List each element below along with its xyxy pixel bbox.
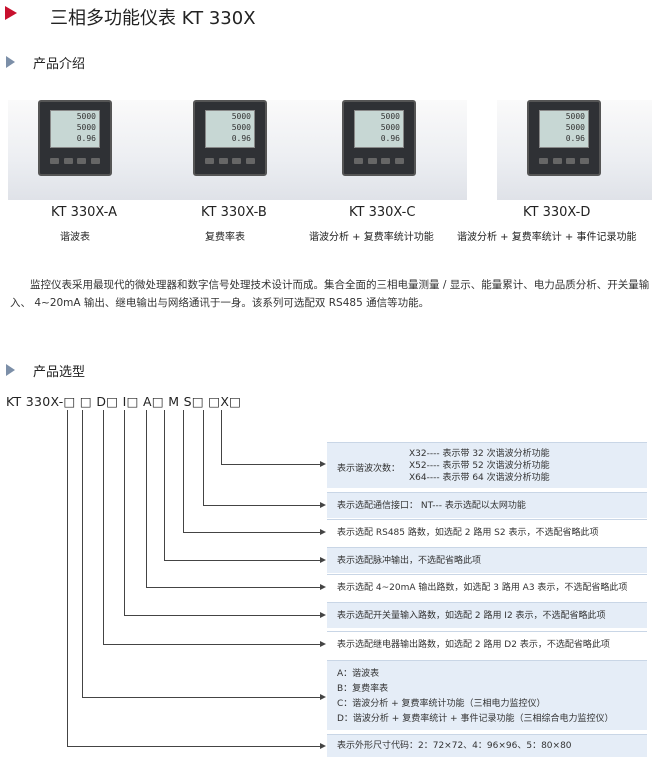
- arrow-icon: [320, 612, 326, 618]
- arrow-icon: [320, 743, 326, 749]
- connector-line: [146, 587, 321, 588]
- connector-line: [183, 532, 321, 533]
- product-desc-d: 谐波分析 + 复费率统计 + 事件记录功能: [457, 232, 637, 243]
- arrow-icon: [320, 557, 326, 563]
- intro-paragraph: 监控仪表采用最现代的微处理器和数字信号处理技术设计而成。集合全面的三相电量测量 …: [10, 279, 650, 309]
- product-model-d: KT 330X-D: [523, 205, 591, 220]
- model-code: KT 330X-□ □ D□ I□ A□ M S□ □X□: [6, 394, 242, 409]
- option-size: 表示外形尺寸代码：2：72×72、4：96×96、5：80×80: [327, 734, 647, 757]
- connector-line: [164, 560, 321, 561]
- option-rs485: 表示选配 RS485 路数，如选配 2 路用 S2 表示，不选配省略此项: [327, 519, 647, 545]
- connector-line: [82, 410, 83, 697]
- product-desc-c: 谐波分析 + 复费率统计功能: [309, 232, 434, 243]
- section-heading-selection: 产品选型: [33, 365, 86, 380]
- option-harmonic-label: 表示谐波次数：: [337, 464, 401, 474]
- option-comm: 表示选配通信接口： NT--- 表示选配以太网功能: [327, 492, 647, 518]
- connector-line: [103, 644, 321, 645]
- arrow-icon: [320, 641, 326, 647]
- option-analog: 表示选配 4~20mA 输出路数，如选配 3 路用 A3 表示，不选配省略此项: [327, 574, 647, 600]
- connector-line: [146, 410, 147, 587]
- connector-line: [203, 410, 204, 505]
- arrow-icon: [320, 529, 326, 535]
- product-model-c: KT 330X-C: [349, 205, 416, 220]
- connector-line: [124, 410, 125, 615]
- product-model-a: KT 330X-A: [51, 205, 117, 220]
- arrow-icon: [320, 694, 326, 700]
- connector-line: [221, 410, 222, 465]
- arrow-icon: [320, 461, 326, 467]
- option-di: 表示选配开关量输入路数，如选配 2 路用 I2 表示，不选配省略此项: [327, 602, 647, 628]
- connector-line: [203, 505, 321, 506]
- section-heading-intro: 产品介绍: [33, 57, 86, 72]
- connector-line: [67, 410, 68, 746]
- section-arrow-icon: [6, 364, 15, 376]
- connector-line: [221, 464, 321, 465]
- option-relay: 表示选配继电器输出路数，如选配 2 路用 D2 表示，不选配省略此项: [327, 631, 647, 657]
- option-harmonic: 表示谐波次数： X32---- 表示带 32 次谐波分析功能 X52---- 表…: [327, 442, 647, 488]
- page-title: 三相多功能仪表 KT 330X: [50, 8, 256, 29]
- product-desc-b: 复费率表: [205, 232, 245, 243]
- arrow-icon: [320, 502, 326, 508]
- connector-line: [82, 697, 321, 698]
- connector-line: [124, 615, 321, 616]
- arrow-icon: [320, 584, 326, 590]
- section-arrow-icon: [6, 56, 15, 68]
- connector-line: [183, 410, 184, 532]
- option-pulse: 表示选配脉冲输出，不选配省略此项: [327, 547, 647, 573]
- option-harmonic-items: X32---- 表示带 32 次谐波分析功能 X52---- 表示带 52 次谐…: [409, 449, 550, 483]
- title-marker-icon: [5, 6, 17, 20]
- product-model-b: KT 330X-B: [201, 205, 267, 220]
- option-function: A：谐波表 B：复费率表 C：谐波分析 + 复费率统计功能（三相电力监控仪） D…: [327, 660, 647, 730]
- connector-line: [67, 746, 321, 747]
- connector-line: [103, 410, 104, 644]
- product-desc-a: 谐波表: [60, 232, 90, 243]
- connector-line: [164, 410, 165, 560]
